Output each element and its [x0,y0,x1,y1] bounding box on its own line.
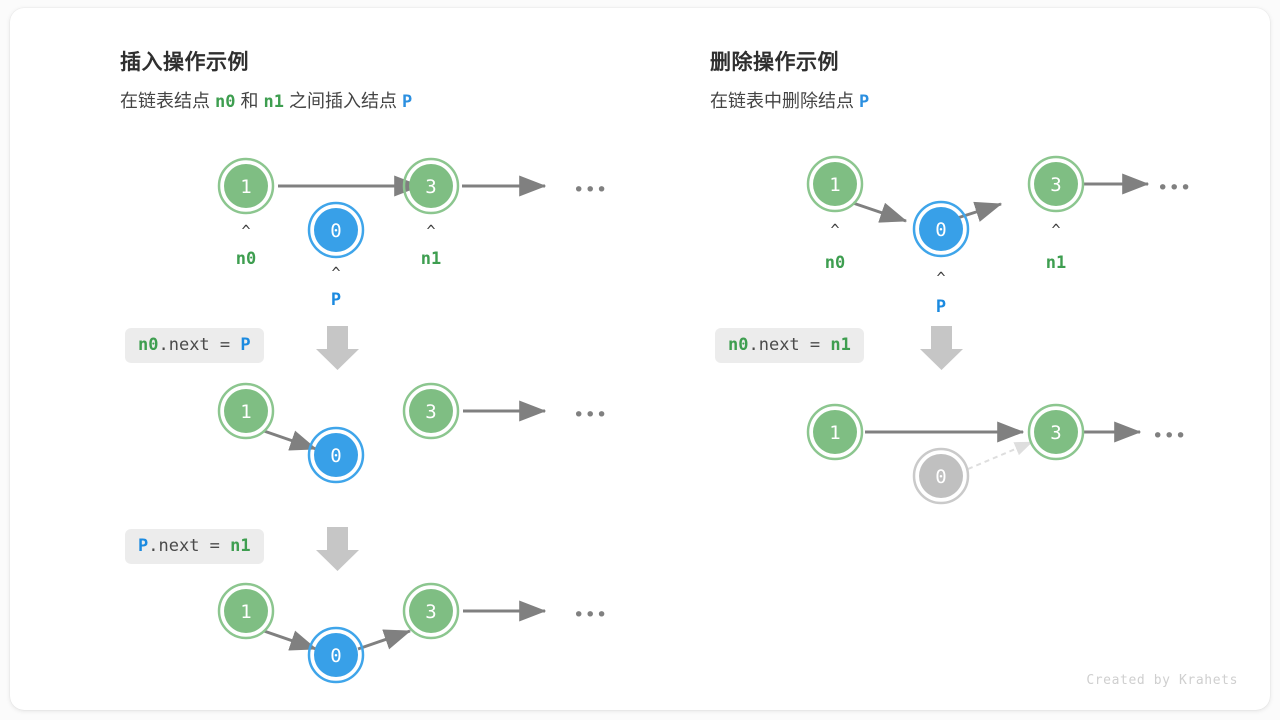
node-value: 0 [330,645,341,667]
node-value: 1 [240,176,251,198]
node-value: 1 [240,601,251,623]
code-token-n1: n1 [230,536,251,556]
node-value: 3 [1050,174,1061,196]
arrow-n0-to-p [852,201,908,223]
subtitle-token-n1: n1 [263,92,284,112]
node-label-n0: n0 [236,249,256,269]
footer-credit: Created by Krahets [1086,673,1238,688]
caret-icon: ^ [241,222,250,240]
insert-diagram-svg: 1 ^ n0 0 ^ P 3 ^ n1 [217,157,607,684]
code-token-p: P [240,335,251,355]
caret-icon: ^ [830,221,839,239]
ellipsis-1: ••• [1157,177,1191,199]
ellipsis-2: ••• [573,404,607,426]
code-token-n0: n0 [728,335,749,355]
subtitle-token-p: P [859,92,870,112]
node-n0: 1 [806,155,864,213]
node-n0: 1 [217,582,275,640]
panel-insert-subtitle: 在链表结点 n0 和 n1 之间插入结点 P [120,88,412,115]
code-badge-remove-1: n0.next = n1 [715,328,864,363]
subtitle-text-2: 和 [235,91,264,111]
code-token-next: .next = [748,335,831,355]
node-n1: 3 [402,582,460,640]
node-n0: 1 [806,403,864,461]
subtitle-text-3: 之间插入结点 [284,91,403,111]
node-value: 0 [935,219,946,241]
ellipsis-1: ••• [573,179,607,201]
caret-icon: ^ [331,264,340,282]
panel-insert-title: 插入操作示例 [120,51,249,74]
caret-icon: ^ [936,269,945,287]
down-arrow-icon-2 [316,527,359,571]
node-label-n1: n1 [1046,253,1066,273]
subtitle-token-p: P [402,92,413,112]
arrow-removed-p-to-n1-dashed [967,441,1033,470]
code-token-next: .next = [148,536,231,556]
node-value: 0 [935,466,946,488]
down-arrow-icon-1 [920,326,963,370]
node-label-p: P [331,290,341,310]
panel-remove-subtitle: 在链表中删除结点 P [710,88,869,115]
node-label-n1: n1 [421,249,441,269]
caret-icon: ^ [1051,221,1060,239]
node-value: 3 [1050,422,1061,444]
node-n1: 3 [402,157,460,215]
arrow-p-to-n1 [357,629,412,651]
node-p: 0 [307,626,365,684]
diagram-card: 插入操作示例 在链表结点 n0 和 n1 之间插入结点 P n0.next = … [10,8,1270,710]
node-n1: 3 [1027,155,1085,213]
subtitle-text-1: 在链表中删除结点 [710,91,860,111]
code-token-n1: n1 [830,335,851,355]
subtitle-text-1: 在链表结点 [120,91,216,111]
down-arrow-icon-1 [316,326,359,370]
node-n1: 3 [402,382,460,440]
node-n0: 1 [217,157,275,215]
node-value: 3 [425,176,436,198]
panel-remove-title: 删除操作示例 [710,51,839,74]
arrow-n0-to-p [263,429,318,451]
node-value: 0 [330,445,341,467]
node-value: 1 [829,174,840,196]
node-value: 3 [425,401,436,423]
node-p: 0 [912,200,970,258]
node-value: 0 [330,220,341,242]
code-badge-insert-1: n0.next = P [125,328,264,363]
remove-diagram-svg: 1 ^ n0 0 ^ P 3 ^ n1 ••• [806,155,1191,505]
subtitle-token-n0: n0 [215,92,236,112]
ellipsis-2: ••• [1152,425,1186,447]
panel-remove: 删除操作示例 在链表中删除结点 P n0.next = n1 [710,8,1255,710]
code-badge-insert-2: P.next = n1 [125,529,264,564]
node-n0: 1 [217,382,275,440]
node-value: 1 [240,401,251,423]
ellipsis-3: ••• [573,604,607,626]
node-value: 1 [829,422,840,444]
node-p: 0 [307,426,365,484]
code-token-n0: n0 [138,335,159,355]
panel-insert: 插入操作示例 在链表结点 n0 和 n1 之间插入结点 P n0.next = … [120,8,680,710]
node-p: 0 [307,201,365,259]
node-value: 3 [425,601,436,623]
caret-icon: ^ [426,222,435,240]
arrow-n0-to-p [263,629,318,651]
node-n1: 3 [1027,403,1085,461]
code-token-p: P [138,536,149,556]
node-p-removed: 0 [912,447,970,505]
code-token-next: .next = [158,335,241,355]
node-label-p: P [936,297,946,317]
node-label-n0: n0 [825,253,845,273]
